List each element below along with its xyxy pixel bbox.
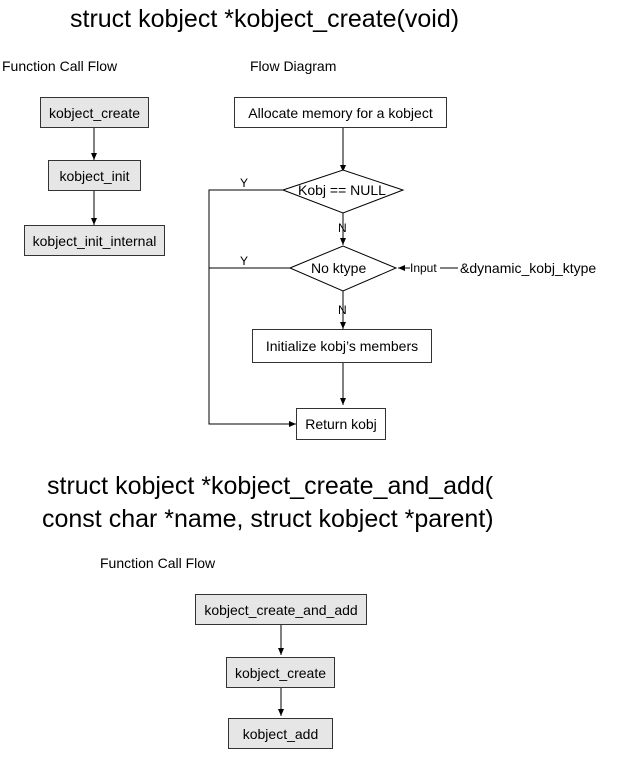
decision-null-diamond [281,169,405,214]
call-flow-label: Function Call Flow [2,58,118,74]
diagram2-title-line1: struct kobject *kobject_create_and_add( [47,472,494,500]
call-flow-label-2: Function Call Flow [100,555,216,571]
decision-ktype-text: No ktype [311,260,367,276]
decision-ktype-diamond [288,245,398,292]
no-label-null: N [338,221,347,235]
flow-diagram-label: Flow Diagram [250,58,337,74]
yes-branch-null [208,189,296,427]
diagram1-title: struct kobject *kobject_create(void) [70,5,460,33]
call-box-kobject-init: kobject_init [48,160,141,191]
call-box-kobject-create: kobject_create [40,97,149,128]
yes-label-null: Y [240,176,249,190]
flow-box-return: Return kobj [296,408,386,440]
no-label-ktype: N [338,303,347,317]
decision-null-text: Kobj == NULL [298,182,386,198]
flow-box-allocate: Allocate memory for a kobject [234,97,447,128]
call-box-kobject-create-2: kobject_create [226,657,335,688]
yes-label-ktype: Y [240,254,249,268]
call-box-kobject-create-and-add: kobject_create_and_add [195,594,367,625]
diagram2-title-line2: const char *name, struct kobject *parent… [42,505,494,533]
input-value: &dynamic_kobj_ktype [460,260,597,276]
call-box-kobject-init-internal: kobject_init_internal [24,225,165,256]
flow-box-initialize: Initialize kobj’s members [252,329,432,363]
input-label: Input [410,261,437,275]
call-box-kobject-add: kobject_add [228,718,333,749]
